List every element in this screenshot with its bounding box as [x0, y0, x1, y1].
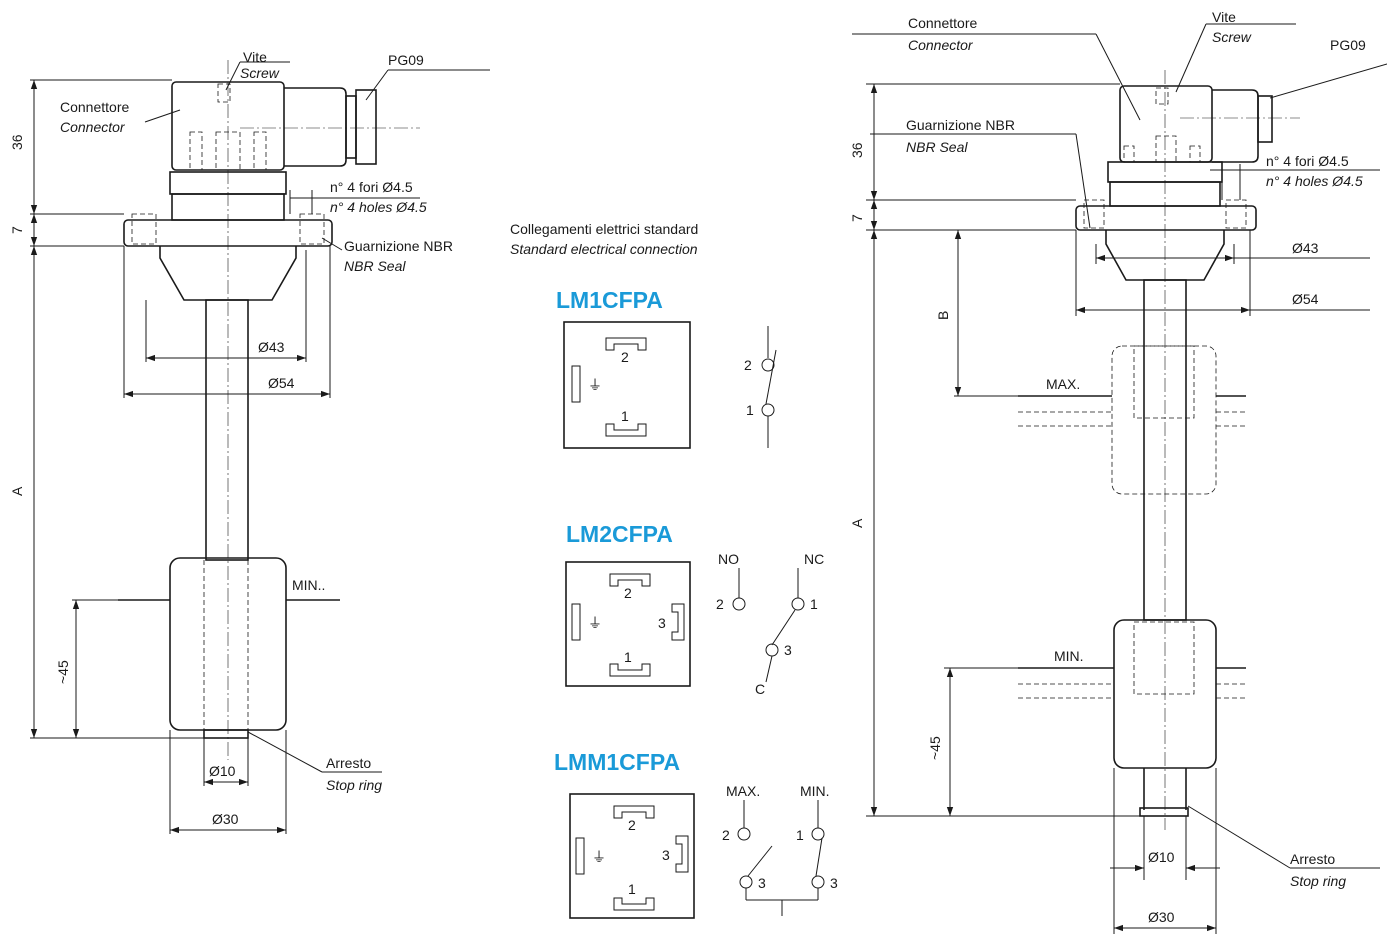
left-stem: [205, 299, 249, 561]
left-dim-7: 7: [9, 226, 25, 234]
lmm1-pin-1: 1: [628, 881, 636, 897]
left-d30: Ø30: [212, 811, 239, 827]
center-title: Collegamenti elettrici standard: [510, 221, 698, 237]
right-seal-label-en: NBR Seal: [906, 139, 968, 155]
right-drawing: Connettore Connector Vite Screw PG09 Gua…: [849, 9, 1387, 934]
right-stop-label-en: Stop ring: [1290, 873, 1346, 889]
center-schematics: Collegamenti elettrici standard Standard…: [510, 221, 838, 919]
lmm1-min: MIN.: [800, 783, 830, 799]
right-d54: Ø54: [1292, 291, 1319, 307]
right-d30: Ø30: [1148, 909, 1175, 925]
lm1-switch-1: 1: [746, 402, 754, 418]
right-max-label: MAX.: [1046, 376, 1080, 392]
left-seal-label: Guarnizione NBR: [344, 238, 453, 254]
left-dim-36: 36: [9, 134, 25, 150]
lmm1-switch-3a: 3: [758, 875, 766, 891]
lm2-pin-1: 1: [624, 649, 632, 665]
left-stop-ring: [203, 729, 249, 739]
right-holes-label-en: n° 4 holes Ø4.5: [1266, 173, 1363, 189]
left-holes-label-en: n° 4 holes Ø4.5: [330, 199, 427, 215]
lm1-connector-face: [563, 321, 691, 449]
lmm1-connector-face: [569, 793, 695, 919]
right-pg-label: PG09: [1330, 37, 1366, 53]
lm2-switch-3: 3: [784, 642, 792, 658]
right-stop-ring: [1139, 807, 1189, 817]
left-seal-label-en: NBR Seal: [344, 258, 406, 274]
left-dim-A: A: [9, 486, 25, 496]
right-connector-label: Connettore: [908, 15, 977, 31]
right-dim-45: ~45: [927, 736, 943, 760]
lm2-no: NO: [718, 551, 739, 567]
right-seal-label: Guarnizione NBR: [906, 117, 1015, 133]
left-connector-side: [284, 87, 347, 167]
lm2-switch-c: C: [755, 681, 765, 697]
left-d54: Ø54: [268, 375, 295, 391]
lm1-pin-2: 2: [621, 349, 629, 365]
model-lm2cfpa-title: LM2CFPA: [566, 521, 673, 547]
center-title-en: Standard electrical connection: [510, 241, 698, 257]
lmm1-pin-2: 2: [628, 817, 636, 833]
right-pg-gland: [1257, 95, 1273, 143]
lmm1-switch-3b: 3: [830, 875, 838, 891]
lmm1-pin-3: 3: [662, 847, 670, 863]
left-screw-label-en: Screw: [240, 65, 280, 81]
right-screw-label-en: Screw: [1212, 29, 1252, 45]
left-pg-nut: [345, 95, 357, 159]
right-connector-label-en: Connector: [908, 37, 974, 53]
left-screw-label: Vite: [243, 49, 267, 65]
left-pg-label: PG09: [388, 52, 424, 68]
left-holes-label: n° 4 fori Ø4.5: [330, 179, 413, 195]
right-holes-label: n° 4 fori Ø4.5: [1266, 153, 1349, 169]
left-d10: Ø10: [209, 763, 236, 779]
lm2-switch-1: 1: [810, 596, 818, 612]
lmm1-max: MAX.: [726, 783, 760, 799]
right-screw-label: Vite: [1212, 9, 1236, 25]
ground-icon: ⏚: [588, 615, 602, 631]
lm2-switch-2: 2: [716, 596, 724, 612]
lmm1-switch-1: 1: [796, 827, 804, 843]
right-dim-7: 7: [849, 214, 865, 222]
right-connector-side: [1212, 89, 1259, 163]
lmm1-switch-2: 2: [722, 827, 730, 843]
lm2-connector-face: [565, 561, 691, 687]
lm2-nc: NC: [804, 551, 824, 567]
left-pg-gland: [355, 89, 377, 165]
lm2-pin-2: 2: [624, 585, 632, 601]
left-d43: Ø43: [258, 339, 285, 355]
right-d43: Ø43: [1292, 240, 1319, 256]
model-lmm1cfpa-title: LMM1CFPA: [554, 749, 680, 775]
left-stop-label-en: Stop ring: [326, 777, 382, 793]
right-d10: Ø10: [1148, 849, 1175, 865]
left-connector-label-en: Connector: [60, 119, 126, 135]
model-lm1cfpa-title: LM1CFPA: [556, 287, 663, 313]
right-dim-A: A: [849, 518, 865, 528]
left-drawing: Vite Screw PG09 Connettore Connector n° …: [9, 49, 490, 834]
right-dim-36: 36: [849, 142, 865, 158]
ground-icon: ⏚: [588, 377, 602, 393]
left-connector-label: Connettore: [60, 99, 129, 115]
right-min-label: MIN.: [1054, 648, 1084, 664]
ground-icon: ⏚: [592, 849, 606, 865]
lm1-pin-1: 1: [621, 408, 629, 424]
left-dim-45: ~45: [55, 660, 71, 684]
right-stop-label: Arresto: [1290, 851, 1335, 867]
left-min-label: MIN..: [292, 577, 325, 593]
right-connector-body: [1119, 85, 1213, 163]
right-dim-B: B: [935, 311, 951, 320]
left-stop-label: Arresto: [326, 755, 371, 771]
right-flange: [1075, 205, 1257, 231]
lm1-switch-2: 2: [744, 357, 752, 373]
lm2-pin-3: 3: [658, 615, 666, 631]
